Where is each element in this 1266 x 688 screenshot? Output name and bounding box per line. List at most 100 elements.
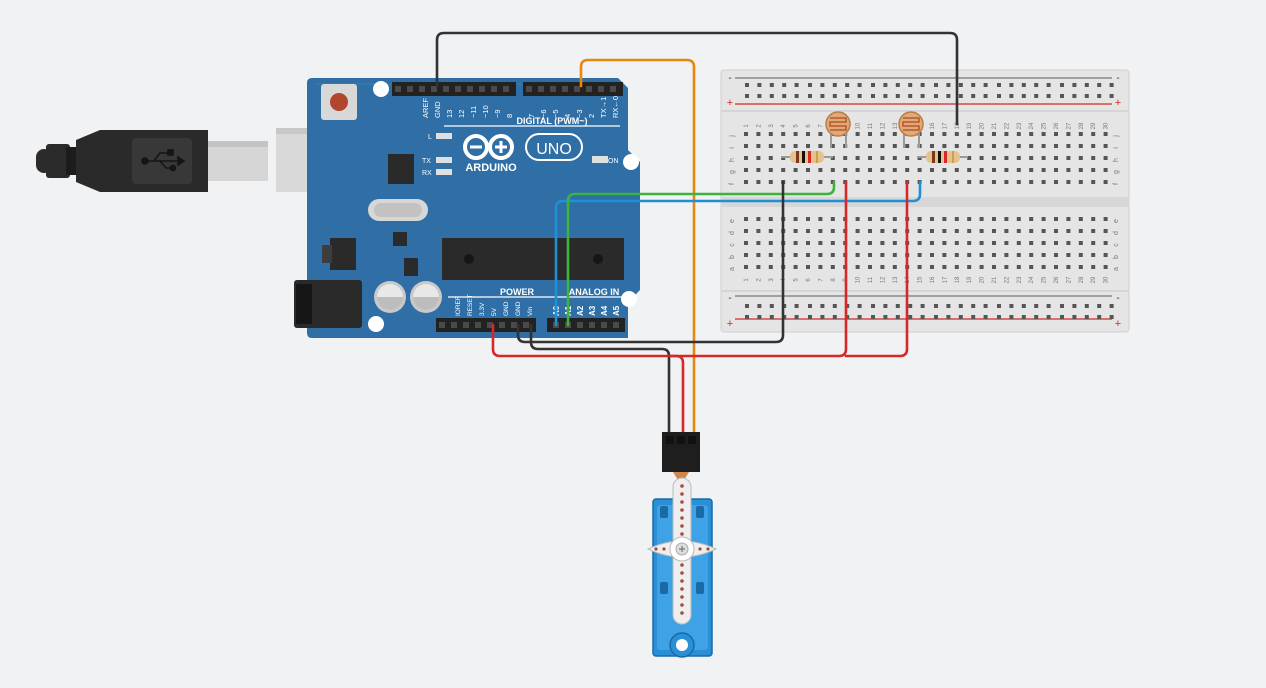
breadboard-hole[interactable]: [954, 229, 959, 233]
breadboard-hole[interactable]: [1016, 132, 1021, 136]
header-pin[interactable]: [475, 322, 481, 328]
breadboard-hole[interactable]: [1078, 265, 1083, 269]
breadboard-hole[interactable]: [808, 83, 812, 87]
breadboard-hole[interactable]: [1009, 94, 1014, 98]
breadboard-hole[interactable]: [983, 83, 988, 87]
breadboard-hole[interactable]: [917, 253, 922, 257]
breadboard-hole[interactable]: [745, 304, 749, 308]
breadboard-hole[interactable]: [756, 265, 761, 269]
resistor-2[interactable]: [917, 151, 968, 163]
breadboard-hole[interactable]: [1091, 217, 1096, 221]
breadboard-hole[interactable]: [958, 304, 963, 308]
breadboard-hole[interactable]: [1009, 315, 1014, 319]
breadboard-hole[interactable]: [782, 83, 787, 87]
breadboard-hole[interactable]: [1103, 180, 1108, 184]
breadboard-hole[interactable]: [908, 94, 913, 98]
breadboard-hole[interactable]: [830, 217, 835, 221]
breadboard-hole[interactable]: [942, 217, 947, 221]
breadboard-hole[interactable]: [934, 304, 938, 308]
breadboard-hole[interactable]: [818, 241, 823, 245]
breadboard-hole[interactable]: [1029, 132, 1034, 136]
breadboard-hole[interactable]: [1109, 83, 1114, 87]
breadboard-hole[interactable]: [855, 241, 860, 245]
header-pin[interactable]: [451, 322, 457, 328]
breadboard-hole[interactable]: [920, 83, 925, 87]
breadboard-hole[interactable]: [983, 94, 988, 98]
breadboard-hole[interactable]: [1016, 168, 1021, 172]
breadboard-hole[interactable]: [930, 168, 934, 172]
breadboard-hole[interactable]: [820, 304, 825, 308]
breadboard-hole[interactable]: [793, 144, 798, 148]
breadboard-hole[interactable]: [820, 94, 825, 98]
breadboard-hole[interactable]: [768, 156, 773, 160]
breadboard-hole[interactable]: [1009, 83, 1014, 87]
breadboard-hole[interactable]: [883, 94, 888, 98]
breadboard-hole[interactable]: [806, 132, 810, 136]
breadboard-hole[interactable]: [883, 315, 888, 319]
breadboard-hole[interactable]: [997, 94, 1001, 98]
breadboard-hole[interactable]: [895, 304, 900, 308]
breadboard-hole[interactable]: [895, 94, 900, 98]
breadboard-hole[interactable]: [954, 241, 959, 245]
breadboard-hole[interactable]: [892, 132, 897, 136]
breadboard-hole[interactable]: [868, 156, 872, 160]
breadboard-hole[interactable]: [1004, 241, 1009, 245]
breadboard-hole[interactable]: [1041, 241, 1046, 245]
breadboard-hole[interactable]: [1084, 304, 1089, 308]
header-pin[interactable]: [538, 86, 544, 92]
breadboard-hole[interactable]: [868, 217, 872, 221]
breadboard-hole[interactable]: [908, 304, 913, 308]
breadboard-hole[interactable]: [992, 144, 996, 148]
breadboard-hole[interactable]: [979, 229, 984, 233]
breadboard-hole[interactable]: [1109, 315, 1114, 319]
breadboard-hole[interactable]: [769, 315, 774, 319]
header-pin[interactable]: [598, 86, 604, 92]
breadboard-hole[interactable]: [781, 144, 786, 148]
breadboard-hole[interactable]: [997, 315, 1001, 319]
breadboard-hole[interactable]: [794, 94, 799, 98]
breadboard-hole[interactable]: [871, 94, 875, 98]
wire-gnd-breadboard[interactable]: [516, 180, 785, 344]
breadboard-hole[interactable]: [892, 168, 897, 172]
breadboard-hole[interactable]: [744, 156, 748, 160]
breadboard-hole[interactable]: [871, 315, 875, 319]
breadboard-hole[interactable]: [971, 94, 976, 98]
breadboard-hole[interactable]: [808, 315, 812, 319]
breadboard-hole[interactable]: [855, 180, 860, 184]
photoresistor-2[interactable]: [898, 111, 924, 148]
breadboard-hole[interactable]: [1072, 304, 1077, 308]
breadboard-hole[interactable]: [830, 265, 835, 269]
breadboard-hole[interactable]: [756, 132, 761, 136]
breadboard-hole[interactable]: [1103, 253, 1108, 257]
breadboard-hole[interactable]: [1029, 217, 1034, 221]
breadboard-hole[interactable]: [757, 315, 762, 319]
breadboard-hole[interactable]: [979, 253, 984, 257]
breadboard-hole[interactable]: [1016, 241, 1021, 245]
breadboard-hole[interactable]: [946, 94, 951, 98]
breadboard-hole[interactable]: [1041, 168, 1046, 172]
breadboard-hole[interactable]: [756, 156, 761, 160]
breadboard-hole[interactable]: [1097, 94, 1102, 98]
breadboard-hole[interactable]: [806, 217, 810, 221]
breadboard-hole[interactable]: [997, 304, 1001, 308]
breadboard-hole[interactable]: [880, 253, 885, 257]
breadboard-hole[interactable]: [1066, 180, 1071, 184]
breadboard-hole[interactable]: [992, 265, 996, 269]
breadboard-hole[interactable]: [1004, 144, 1009, 148]
breadboard-hole[interactable]: [1060, 304, 1064, 308]
micro-servo[interactable]: [646, 432, 718, 658]
breadboard-hole[interactable]: [954, 253, 959, 257]
breadboard-hole[interactable]: [1004, 265, 1009, 269]
breadboard-hole[interactable]: [1029, 229, 1034, 233]
breadboard-hole[interactable]: [1054, 253, 1058, 257]
breadboard-hole[interactable]: [946, 315, 951, 319]
breadboard-hole[interactable]: [1054, 241, 1058, 245]
breadboard-hole[interactable]: [1016, 229, 1021, 233]
breadboard-hole[interactable]: [967, 241, 972, 245]
header-pin[interactable]: [455, 86, 461, 92]
breadboard-hole[interactable]: [967, 229, 972, 233]
breadboard-hole[interactable]: [756, 168, 761, 172]
breadboard-hole[interactable]: [880, 144, 885, 148]
breadboard-hole[interactable]: [1046, 304, 1051, 308]
breadboard-hole[interactable]: [1034, 315, 1039, 319]
